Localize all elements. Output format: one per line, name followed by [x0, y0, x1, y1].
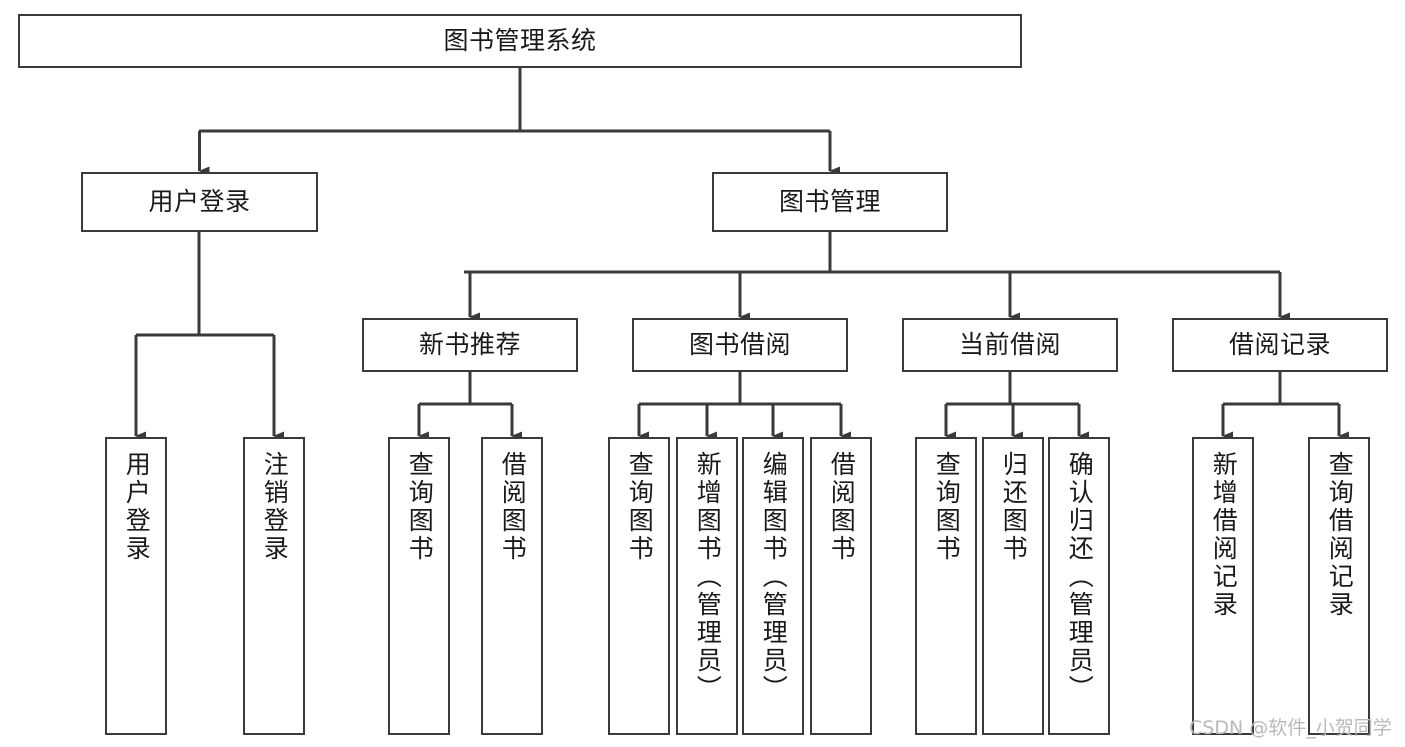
node-login[interactable]: 用户登录	[81, 172, 318, 232]
node-leaf-bo-q[interactable]: 查询图书	[608, 437, 670, 735]
node-label: 确认归还（管理员）	[1065, 451, 1095, 703]
node-borrow[interactable]: 图书借阅	[632, 318, 848, 372]
node-label: 新增图书（管理员）	[693, 451, 723, 703]
node-leaf-cu-c[interactable]: 确认归还（管理员）	[1048, 437, 1110, 735]
node-leaf-nb-b[interactable]: 借阅图书	[481, 437, 543, 735]
node-leaf-bo-ed[interactable]: 编辑图书（管理员）	[742, 437, 804, 735]
node-label: 借阅记录	[1228, 329, 1331, 359]
node-label: 借阅图书	[827, 451, 857, 563]
node-leaf-cu-q[interactable]: 查询图书	[915, 437, 977, 735]
node-label: 借阅图书	[498, 451, 528, 563]
node-label: 归还图书	[999, 451, 1029, 563]
node-leaf-cu-r[interactable]: 归还图书	[982, 437, 1044, 735]
node-label: 查询图书	[405, 451, 435, 563]
node-label: 用户登录	[122, 451, 152, 563]
node-leaf-logout[interactable]: 注销登录	[243, 437, 305, 735]
node-leaf-bo-br[interactable]: 借阅图书	[810, 437, 872, 735]
node-label: 查询图书	[625, 451, 655, 563]
node-label: 图书借阅	[688, 329, 791, 359]
node-label: 图书管理系统	[443, 25, 597, 55]
node-root[interactable]: 图书管理系统	[18, 14, 1022, 68]
watermark-text: CSDN @软件_小贺同学	[1189, 717, 1392, 739]
node-records[interactable]: 借阅记录	[1172, 318, 1388, 372]
node-leaf-login[interactable]: 用户登录	[105, 437, 167, 735]
node-label: 新增借阅记录	[1209, 451, 1239, 619]
node-label: 新书推荐	[418, 329, 521, 359]
node-label: 图书管理	[778, 186, 881, 216]
node-label: 注销登录	[260, 451, 290, 563]
node-label: 查询图书	[932, 451, 962, 563]
node-label: 当前借阅	[958, 329, 1061, 359]
node-leaf-nb-q[interactable]: 查询图书	[388, 437, 450, 735]
node-label: 用户登录	[148, 186, 251, 216]
node-label: 编辑图书（管理员）	[759, 451, 789, 703]
node-current[interactable]: 当前借阅	[902, 318, 1118, 372]
node-leaf-re-add[interactable]: 新增借阅记录	[1192, 437, 1254, 735]
node-label: 查询借阅记录	[1325, 451, 1355, 619]
node-leaf-bo-add[interactable]: 新增图书（管理员）	[676, 437, 738, 735]
node-bookmgmt[interactable]: 图书管理	[712, 172, 948, 232]
edge-group	[134, 68, 1349, 441]
node-newbooks[interactable]: 新书推荐	[362, 318, 578, 372]
node-leaf-re-q[interactable]: 查询借阅记录	[1308, 437, 1370, 735]
